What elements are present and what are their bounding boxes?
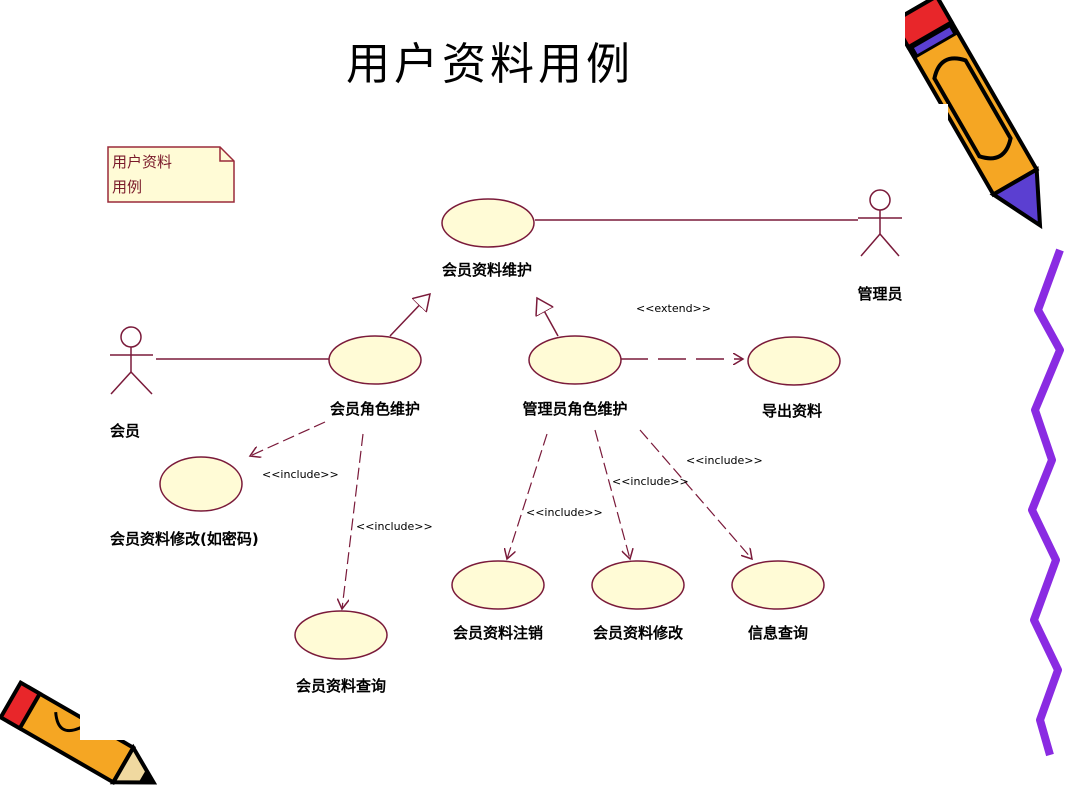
pencil-decoration-bottom-left: [0, 680, 158, 786]
use-case-cancel-ellipse: [451, 560, 545, 610]
use-case-admin-role-ellipse: [528, 335, 622, 385]
use-case-maintain-ellipse: [441, 198, 535, 248]
include-label-modify: <<include>>: [612, 475, 689, 488]
slide-title: 用户资料用例: [346, 39, 634, 90]
include-arrow-cancel: [507, 433, 548, 559]
extend-label: <<extend>>: [636, 302, 711, 315]
include-label-modify-pwd: <<include>>: [262, 468, 339, 481]
diagram-canvas: 用户资料 用例 <<extend>> <<include>> <<include…: [80, 104, 948, 740]
use-case-admin-role-label: 管理员角色维护: [522, 400, 627, 418]
use-case-export-label: 导出资料: [762, 402, 822, 420]
note-line-2: 用例: [112, 178, 142, 196]
use-case-info-label: 信息查询: [748, 624, 808, 642]
generalization-member-role: [389, 294, 430, 337]
use-case-modify-pwd-ellipse: [159, 456, 243, 512]
use-case-query-label: 会员资料查询: [296, 677, 386, 695]
generalization-admin-role: [537, 298, 559, 337]
include-arrow-modify-pwd: [250, 421, 326, 456]
use-case-member-role-label: 会员角色维护: [330, 400, 420, 418]
use-case-member-role-ellipse: [328, 335, 422, 385]
use-case-query-ellipse: [294, 610, 388, 660]
include-arrow-query: [342, 433, 364, 609]
include-arrow-modify: [594, 429, 630, 559]
include-label-info: <<include>>: [686, 454, 763, 467]
use-case-export-ellipse: [747, 336, 841, 386]
note-line-1: 用户资料: [112, 153, 172, 171]
member-actor-label: 会员: [110, 422, 140, 440]
pencil-decoration-top-right: [905, 0, 1043, 230]
note-box: 用户资料 用例: [107, 146, 235, 203]
admin-actor-figure: [858, 189, 902, 257]
squiggle-decoration: [1028, 248, 1064, 757]
member-actor-figure: [110, 326, 153, 395]
include-label-cancel: <<include>>: [526, 506, 603, 519]
use-case-info-ellipse: [731, 560, 825, 610]
include-label-query: <<include>>: [356, 520, 433, 533]
use-case-maintain-label: 会员资料维护: [442, 261, 532, 279]
use-case-modify-label: 会员资料修改: [593, 624, 684, 642]
use-case-modify-ellipse: [591, 560, 685, 610]
use-case-diagram: 用户资料 用例 <<extend>> <<include>> <<include…: [107, 146, 903, 695]
admin-actor-label: 管理员: [857, 285, 902, 303]
use-case-modify-pwd-label: 会员资料修改(如密码): [110, 530, 259, 548]
include-arrow-info: [639, 429, 752, 559]
use-case-cancel-label: 会员资料注销: [453, 624, 543, 642]
